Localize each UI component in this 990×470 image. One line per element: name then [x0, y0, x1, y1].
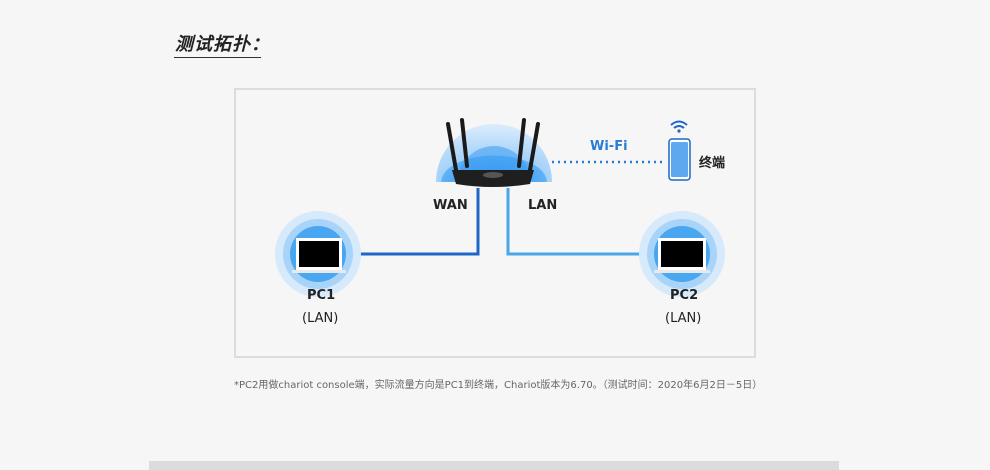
- router-icon: [446, 118, 540, 187]
- title-underline: [174, 57, 261, 58]
- lan-connection-line: [506, 188, 655, 256]
- terminal-label: 终端: [699, 156, 726, 171]
- lan-label: LAN: [528, 198, 558, 213]
- pc2-node: [639, 211, 725, 297]
- pc1-node: [275, 211, 361, 297]
- pc2-name-label: PC2: [670, 288, 699, 303]
- pc1-connection-label: (LAN): [302, 311, 339, 326]
- pc2-connection-label: (LAN): [665, 311, 702, 326]
- wan-label: WAN: [433, 198, 468, 213]
- pc1-name-label: PC1: [307, 288, 336, 303]
- wifi-signal-icon: [670, 120, 688, 133]
- footnote: *PC2用做chariot console端，实际流量方向是PC1到终端，Cha…: [234, 380, 763, 391]
- laptop-icon: [292, 238, 346, 273]
- wan-connection-line: [345, 188, 480, 256]
- laptop-icon: [654, 238, 710, 273]
- bottom-divider-bar: [149, 461, 839, 470]
- wifi-label: Wi-Fi: [590, 139, 628, 154]
- section-title: 测试拓扑：: [175, 34, 270, 55]
- phone-icon: [668, 138, 691, 181]
